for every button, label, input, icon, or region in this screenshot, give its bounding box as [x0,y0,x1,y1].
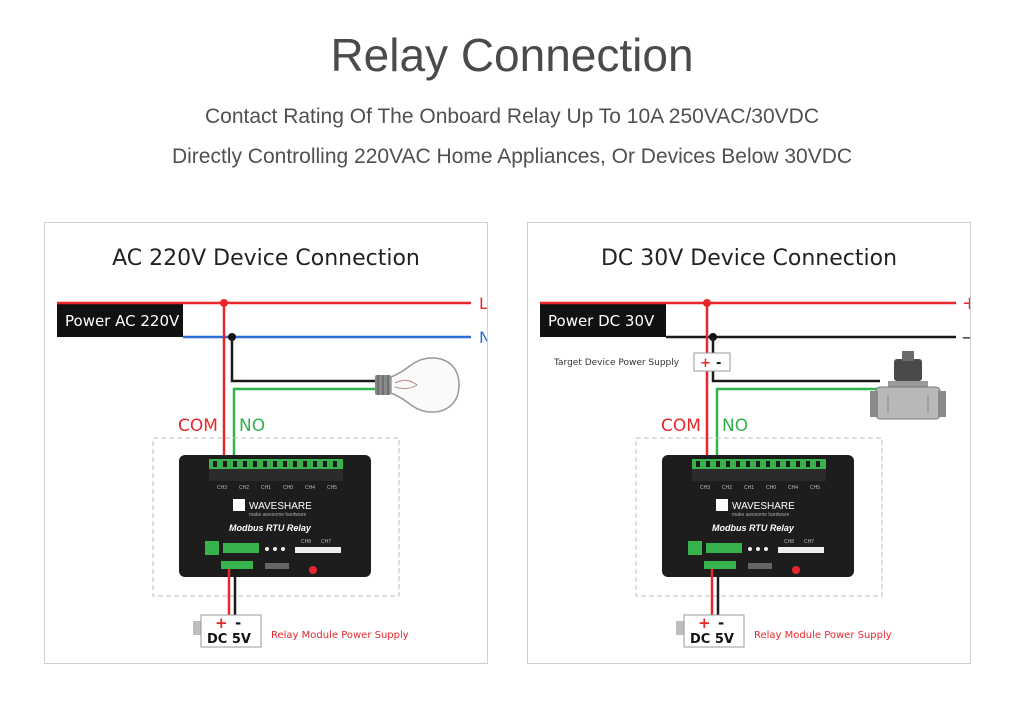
negative-to-load-wire [711,337,880,383]
subtitle-controlling: Directly Controlling 220VAC Home Applian… [171,145,853,168]
brand-name: WAVESHARE [249,501,312,512]
subtitle-contact-rating: Contact Rating Of The Onboard Relay Up T… [204,105,819,128]
supply-minus: - [235,614,241,632]
ac-connection-diagram: AC 220V Device Connection Power AC 220V … [57,246,487,648]
dc-connection-panel: DC 30V Device Connection Power DC 30V + … [527,222,971,664]
relay-board: CH3 CH2 CH1 CH0 CH4 CH5 WAVESHARE make a… [179,455,371,577]
dc-5v-supply: + - DC 5V [193,614,262,648]
positive-label: + [962,293,970,314]
model-name: Modbus RTU Relay [229,523,312,533]
no-wire [715,387,880,459]
pin-label: CH4 [788,485,798,491]
waveshare-logo-icon [716,499,728,511]
panel-title: AC 220V Device Connection [112,246,420,271]
ch-label: CH7 [321,539,331,545]
neutral-label: N [479,328,487,347]
module-frame [635,437,883,597]
solenoid-valve-icon [870,351,946,420]
pin-label: CH5 [327,485,337,491]
target-device-box [693,352,731,372]
waveshare-logo-icon [233,499,245,511]
ch-label: CH7 [804,539,814,545]
supply-voltage: DC 5V [690,632,734,647]
live-label: L [479,294,487,313]
ac-connection-panel: AC 220V Device Connection Power AC 220V … [44,222,488,664]
no-label: NO [239,416,265,436]
dc-5v-supply: + - DC 5V [676,614,745,648]
power-label: Power DC 30V [548,312,655,330]
pin-label: CH0 [766,485,776,491]
pin-label: CH2 [239,485,249,491]
pin-label: CH3 [217,485,227,491]
model-name: Modbus RTU Relay [712,523,795,533]
target-device-label: Target Device Power Supply [553,358,680,368]
brand-tagline: make awesome hardware [249,512,306,518]
pin-label: CH2 [722,485,732,491]
power-label-box [540,303,666,337]
ch-label: CH8 [784,539,794,545]
negative-label: – [962,327,970,348]
light-bulb-icon [375,357,460,413]
neutral-to-load-wire [230,337,375,383]
pin-label: CH0 [283,485,293,491]
pin-label: CH1 [261,485,271,491]
supply-plus: + [698,614,711,632]
target-minus: - [716,356,721,371]
brand-name: WAVESHARE [732,501,795,512]
target-plus: + [700,356,711,371]
com-label: COM [178,416,218,436]
supply-caption: Relay Module Power Supply [754,630,892,641]
module-frame [152,437,400,597]
panel-title: DC 30V Device Connection [601,246,897,271]
supply-minus: - [718,614,724,632]
no-wire [232,387,375,459]
power-label-box [57,303,183,337]
supply-caption: Relay Module Power Supply [271,630,409,641]
power-label: Power AC 220V [65,312,180,330]
supply-plus: + [215,614,228,632]
relay-board: CH3 CH2 CH1 CH0 CH4 CH5 WAVESHARE make a… [662,455,854,577]
pin-label: CH3 [700,485,710,491]
dc-connection-diagram: DC 30V Device Connection Power DC 30V + … [540,246,970,648]
supply-voltage: DC 5V [207,632,251,647]
com-label: COM [661,416,701,436]
pin-label: CH5 [810,485,820,491]
page-title: Relay Connection [330,29,694,81]
pin-label: CH4 [305,485,315,491]
pin-label: CH1 [744,485,754,491]
brand-tagline: make awesome hardware [732,512,789,518]
ch-label: CH8 [301,539,311,545]
no-label: NO [722,416,748,436]
